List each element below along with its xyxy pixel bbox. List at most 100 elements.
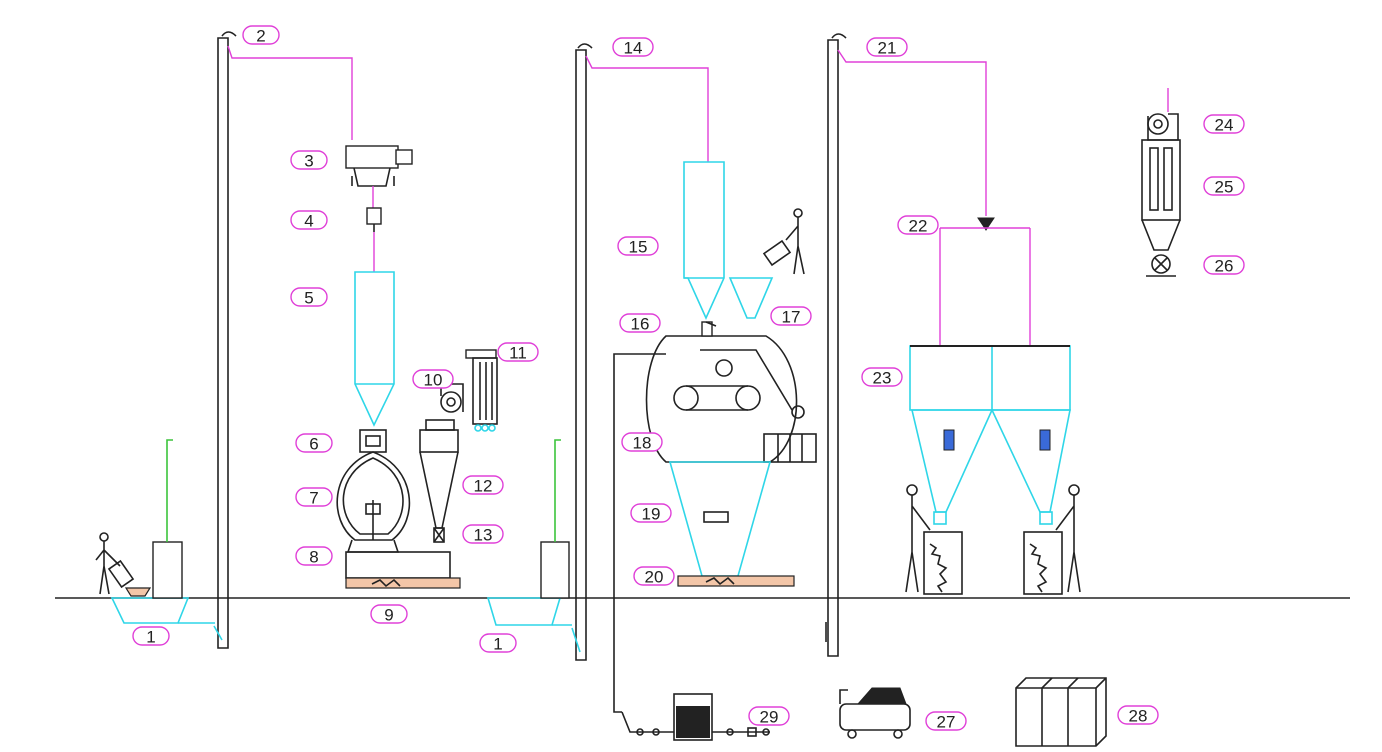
tag-outline [295, 487, 333, 507]
cyclone-12 [419, 419, 459, 529]
tag-number: 9 [384, 606, 393, 625]
tag-outline [630, 503, 672, 523]
tag-21: 21 [866, 37, 908, 58]
tag-outline [462, 524, 504, 544]
tag-19: 19 [630, 503, 672, 524]
tag-number: 29 [760, 708, 779, 727]
tag-number: 27 [937, 713, 956, 732]
tag-29: 29 [748, 706, 790, 727]
tag-5: 5 [290, 287, 328, 308]
feed-hopper-17 [728, 277, 774, 319]
bag-packing-left [905, 484, 963, 595]
tag-number: 19 [642, 505, 661, 524]
tag-10: 10 [412, 369, 454, 390]
tag-number: 4 [304, 212, 313, 231]
fan-24 [1147, 88, 1179, 141]
tag-number: 8 [309, 548, 318, 567]
tag-4: 4 [290, 210, 328, 231]
tag-number: 1 [493, 635, 502, 654]
tag-outline [612, 37, 654, 57]
bag-packing-right [1023, 484, 1081, 595]
tag-17: 17 [770, 306, 812, 327]
tag-outline [770, 306, 812, 326]
tag-2: 2 [242, 25, 280, 46]
crusher-3 [345, 145, 413, 187]
tag-6: 6 [295, 433, 333, 454]
bag-filter-11 [465, 349, 498, 432]
tag-number: 21 [878, 39, 897, 58]
storage-bins-23 [909, 345, 1071, 525]
tag-16: 16 [619, 313, 661, 334]
tag-outline [866, 37, 908, 57]
tag-26: 26 [1203, 255, 1245, 276]
tag-number: 18 [633, 434, 652, 453]
tag-7: 7 [295, 487, 333, 508]
silo-15 [683, 161, 725, 320]
tag-number: 6 [309, 435, 318, 454]
tag-outline [290, 210, 328, 230]
tag-14: 14 [612, 37, 654, 58]
tag-outline [1203, 255, 1245, 275]
air-compressor-27 [839, 687, 911, 739]
tag-number: 14 [624, 39, 643, 58]
tag-number: 15 [629, 238, 648, 257]
tag-outline [861, 367, 903, 387]
tag-number: 11 [509, 344, 527, 363]
tag-9: 9 [370, 604, 408, 625]
feeding-pit-1b [486, 439, 572, 626]
tag-outline [290, 150, 328, 170]
tag-outline [295, 433, 333, 453]
worker-figure [95, 532, 135, 595]
tag-number: 5 [304, 289, 313, 308]
rotary-valve-13 [433, 527, 445, 543]
tag-number: 1 [146, 628, 155, 647]
tag-number: 25 [1215, 178, 1234, 197]
tag-24: 24 [1203, 114, 1245, 135]
bucket-elevator-21 [825, 33, 987, 657]
tag-outline [412, 369, 454, 389]
tag-number: 28 [1129, 707, 1148, 726]
tag-number: 17 [782, 308, 801, 327]
tag-outline [1203, 176, 1245, 196]
tag-11: 11 [497, 342, 539, 363]
tag-25: 25 [1203, 176, 1245, 197]
worker-figure-2 [762, 208, 805, 275]
tag-outline [1203, 114, 1245, 134]
tag-outline [479, 633, 517, 653]
tag-20: 20 [633, 566, 675, 587]
tag-3: 3 [290, 150, 328, 171]
tag-outline [633, 566, 675, 586]
tag-outline [497, 342, 539, 362]
tag-number: 26 [1215, 257, 1234, 276]
tag-outline [621, 432, 663, 452]
tag-outline [370, 604, 408, 624]
tag-28: 28 [1117, 705, 1159, 726]
bucket-elevator-2 [213, 31, 353, 649]
filter-25 [1141, 139, 1181, 251]
silo-5 [354, 271, 395, 427]
tag-outline [619, 313, 661, 333]
tag-outline [617, 236, 659, 256]
tag-1b: 1 [479, 633, 517, 654]
tag-number: 23 [873, 369, 892, 388]
feeding-pit-1 [110, 439, 215, 624]
tag-outline [748, 706, 790, 726]
tag-number: 3 [304, 152, 313, 171]
tag-outline [132, 626, 170, 646]
tag-12: 12 [462, 475, 504, 496]
tag-outline [290, 287, 328, 307]
tag-number: 16 [631, 315, 650, 334]
tag-outline [897, 215, 939, 235]
screw-conveyor-20 [677, 575, 795, 587]
hopper-19 [668, 461, 772, 577]
tag-23: 23 [861, 367, 903, 388]
tag-number: 24 [1215, 116, 1234, 135]
tag-number: 12 [474, 477, 493, 496]
tag-number: 2 [256, 27, 265, 46]
diverter-22 [939, 217, 1031, 346]
tag-outline [462, 475, 504, 495]
tag-27: 27 [925, 711, 967, 732]
tag-number: 20 [645, 568, 664, 587]
